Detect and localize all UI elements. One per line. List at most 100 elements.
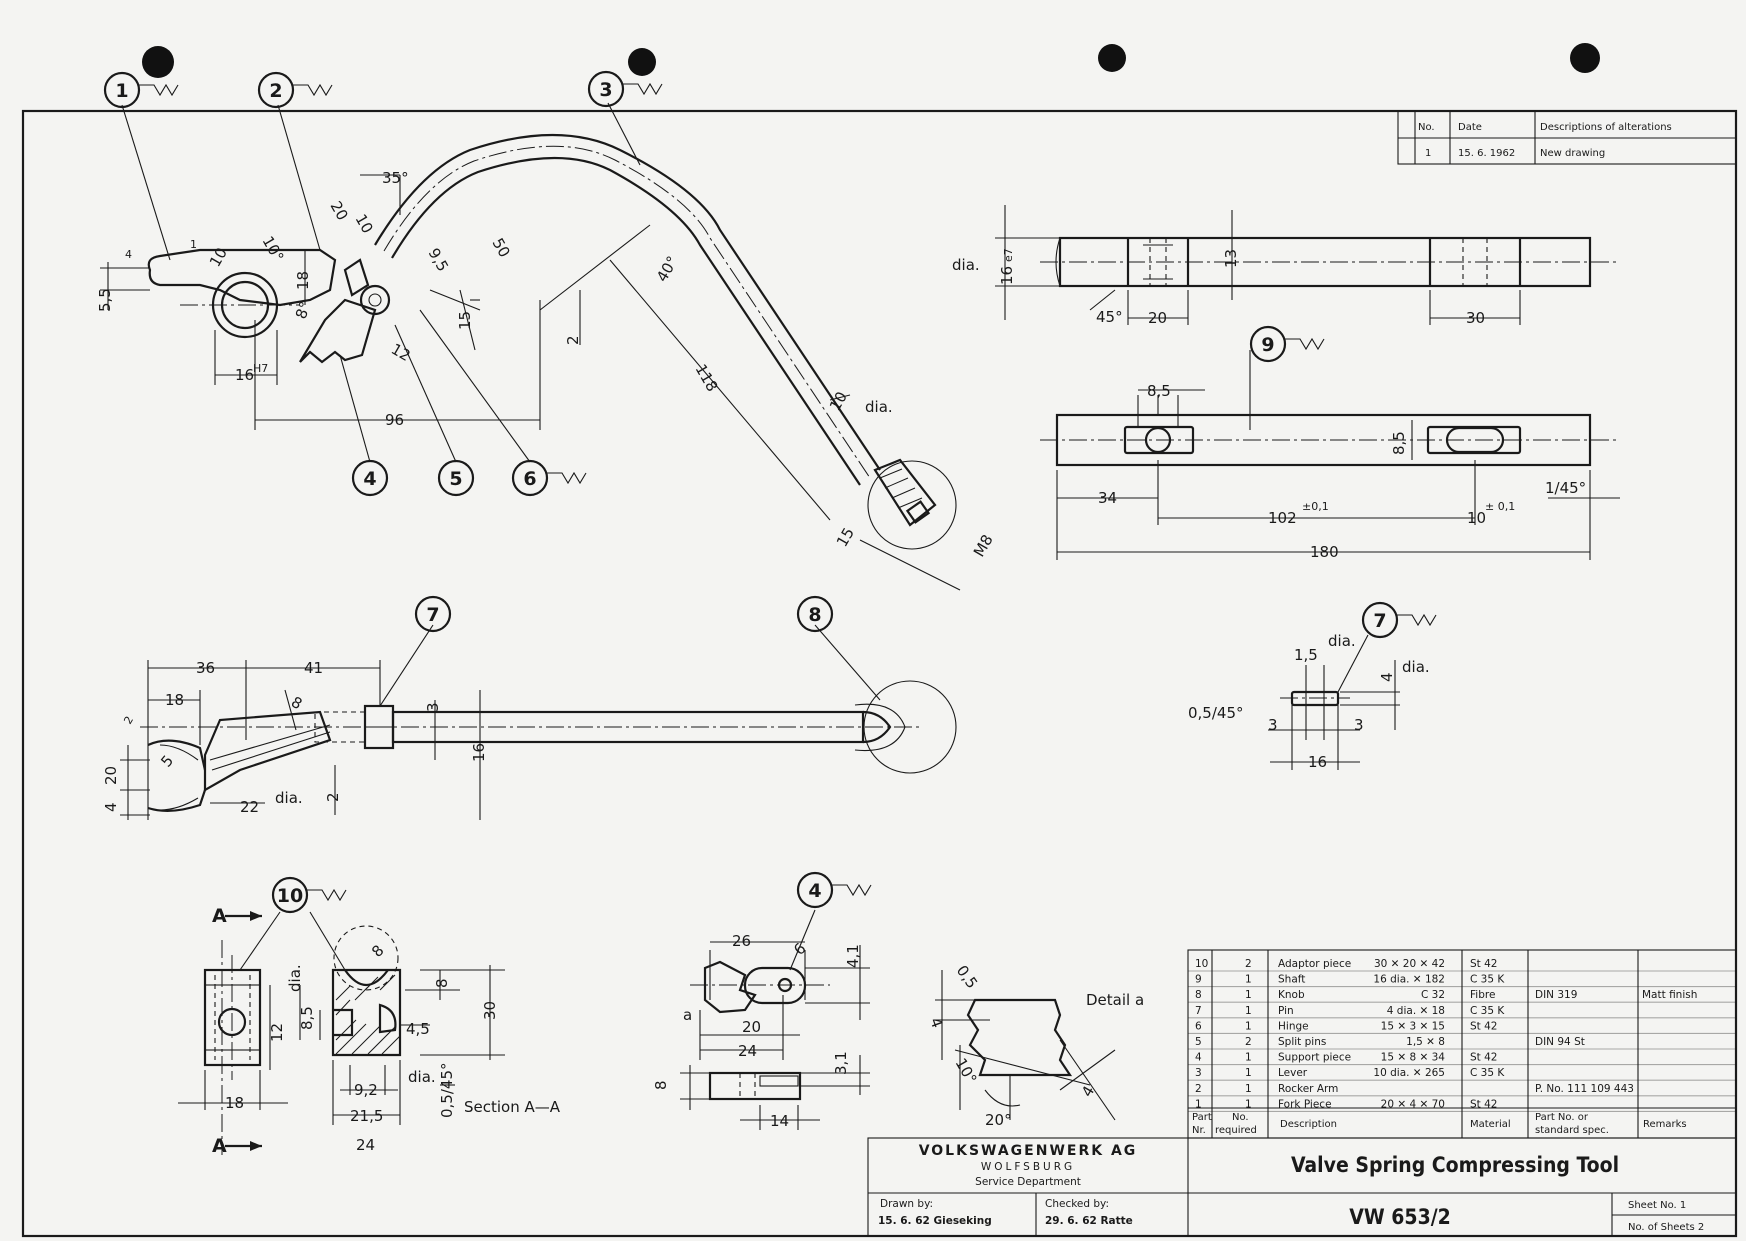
surface-finish-symbol <box>307 888 347 902</box>
dim: 41 <box>304 659 323 677</box>
balloon-number: 5 <box>449 468 462 490</box>
dim: 4 <box>125 248 132 261</box>
checked-by-value: 29. 6. 62 Ratte <box>1045 1215 1133 1227</box>
rev-header-no: No. <box>1418 122 1435 133</box>
parts-cell-desc: Shaft <box>1278 974 1305 986</box>
balloon-number: 3 <box>599 79 612 101</box>
parts-cell-qty: 1 <box>1245 1098 1252 1110</box>
title-block: VOLKSWAGENWERK AG WOLFSBURG Service Depa… <box>867 1137 1737 1237</box>
lever-assembly-view <box>100 102 961 591</box>
dim: 102 <box>1268 509 1297 527</box>
dim: 1 <box>190 238 197 251</box>
parts-cell-size: 10 dia. ✕ 265 <box>1373 1067 1445 1079</box>
dim: H7 <box>253 362 268 375</box>
dim: dia. <box>1328 632 1356 650</box>
ph-noreq-1: No. <box>1232 1112 1249 1123</box>
parts-cell-mat: Fibre <box>1470 989 1495 1001</box>
parts-cell-nr: 3 <box>1195 1067 1202 1079</box>
detail-dims: Detail a 0,5 4 10° 20° 4 <box>926 962 1144 1129</box>
dim: e7 <box>1002 248 1015 262</box>
balloon-circle <box>414 595 452 633</box>
rev-header-date: Date <box>1458 122 1482 133</box>
balloon-circle <box>437 459 475 497</box>
dim: 20 <box>742 1018 761 1036</box>
dim: 14 <box>770 1112 789 1130</box>
balloon-number: 2 <box>269 80 282 102</box>
dim: 3,1 <box>832 1051 850 1075</box>
parts-cell-size: 1,5 ✕ 8 <box>1406 1036 1445 1048</box>
parts-cell-nr: 1 <box>1195 1098 1202 1110</box>
item-balloon: 2 <box>257 71 333 109</box>
dim: ± 0,1 <box>1485 500 1515 513</box>
surface-finish-symbol <box>293 83 333 97</box>
parts-cell-mat: C 35 K <box>1470 1005 1505 1017</box>
parts-cell-desc: Adaptor piece <box>1278 958 1351 970</box>
ph-description: Description <box>1280 1119 1337 1130</box>
dim: 45° <box>1096 308 1123 326</box>
dim: 12 <box>268 1023 286 1042</box>
detail-a-view <box>935 970 1116 1121</box>
dim: 4,5 <box>406 1020 430 1038</box>
rev-row-no: 1 <box>1425 148 1431 159</box>
dim: dia. <box>275 789 303 807</box>
balloon-number: 4 <box>808 880 821 902</box>
parts-cell-desc: Split pins <box>1278 1036 1326 1048</box>
parts-cell-qty: 2 <box>1245 1036 1252 1048</box>
dim: 1/45° <box>1545 479 1586 497</box>
parts-cell-qty: 1 <box>1245 974 1252 986</box>
punch-hole <box>628 48 656 76</box>
dim: 18 <box>294 271 312 290</box>
parts-cell-size: 4 dia. ✕ 18 <box>1387 1005 1445 1017</box>
dim: 20° <box>985 1111 1012 1129</box>
rev-row-date: 15. 6. 1962 <box>1458 148 1515 159</box>
balloon-circle <box>271 876 309 914</box>
dim: dia. <box>865 398 893 416</box>
balloon-circle <box>257 71 295 109</box>
adaptor-10-view <box>178 911 505 1155</box>
dim: 3 <box>1268 716 1278 734</box>
item-balloon: 1 <box>103 71 179 109</box>
balloon-number: 4 <box>363 468 376 490</box>
parts-cell-nr: 8 <box>1195 989 1202 1001</box>
item-balloon: 9 <box>1249 325 1325 363</box>
balloon-number: 10 <box>277 885 303 907</box>
support-dims: 26 6 4,1 a 20 24 8 3,1 14 <box>652 932 862 1130</box>
dim: 20 <box>1148 309 1167 327</box>
dim: 3 <box>1354 716 1364 734</box>
dim: 4,1 <box>844 944 862 968</box>
parts-cell-desc: Pin <box>1278 1005 1294 1017</box>
parts-cell-size: 15 ✕ 3 ✕ 15 <box>1381 1020 1445 1032</box>
pin-7-view <box>1268 634 1400 770</box>
dim: 8,5 <box>298 1006 316 1030</box>
parts-cell-desc: Knob <box>1278 989 1305 1001</box>
dim: 30 <box>1466 309 1485 327</box>
surface-finish-symbol <box>1397 613 1437 627</box>
parts-cell-desc: Support piece <box>1278 1052 1351 1064</box>
dim: 20 <box>102 766 120 785</box>
parts-cell-size: 16 dia. ✕ 182 <box>1373 974 1445 986</box>
dim: 2 <box>564 335 582 345</box>
section-letter: A <box>212 905 227 927</box>
parts-cell-mat: St 42 <box>1470 1052 1497 1064</box>
dim: 0,5/45° <box>438 1063 456 1119</box>
dim: 0,5/45° <box>1188 704 1244 722</box>
ph-part-1: Part <box>1192 1112 1212 1123</box>
dim: 8,5 <box>1390 431 1408 455</box>
surface-finish-symbol <box>547 471 587 485</box>
parts-cell-nr: 2 <box>1195 1083 1202 1095</box>
sheet-no: Sheet No. 1 <box>1628 1200 1686 1211</box>
balloon-circle <box>796 871 834 909</box>
balloon-circle <box>1249 325 1287 363</box>
parts-cell-mat: St 42 <box>1470 1098 1497 1110</box>
item-balloon: 4 <box>351 459 389 497</box>
dim: dia. <box>408 1068 436 1086</box>
dim: 9,2 <box>354 1081 378 1099</box>
section-letter: A <box>212 1135 227 1157</box>
parts-cell-desc: Fork Piece <box>1278 1098 1332 1110</box>
